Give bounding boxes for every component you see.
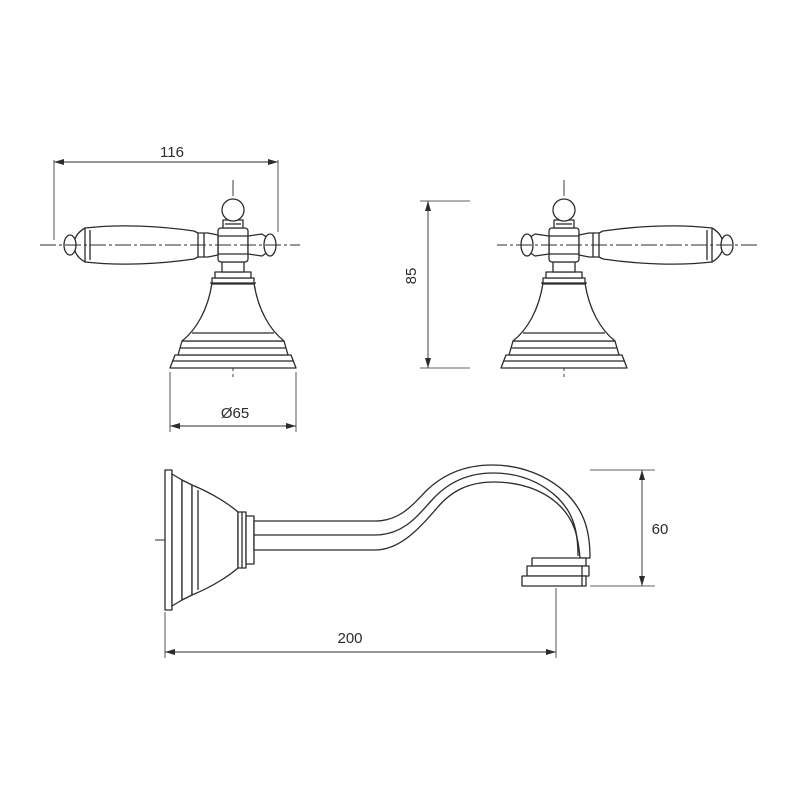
dimension-handle-width: 116 bbox=[53, 144, 279, 240]
dimension-label-spout-height: 60 bbox=[652, 521, 669, 538]
dimension-height: 85 bbox=[403, 200, 470, 369]
dimension-label-height: 85 bbox=[403, 268, 420, 285]
dimension-spout-height: 60 bbox=[590, 469, 669, 587]
wall-spout bbox=[155, 464, 591, 611]
dimension-label-spout-projection: 200 bbox=[337, 630, 362, 647]
dimension-label-handle-width: 116 bbox=[160, 144, 184, 161]
dimension-base-diameter: Ø65 bbox=[169, 372, 297, 432]
right-tap bbox=[496, 179, 758, 381]
dimension-label-base-diameter: Ø65 bbox=[221, 405, 249, 422]
dimension-spout-projection: 200 bbox=[164, 588, 557, 658]
left-tap bbox=[39, 179, 301, 381]
